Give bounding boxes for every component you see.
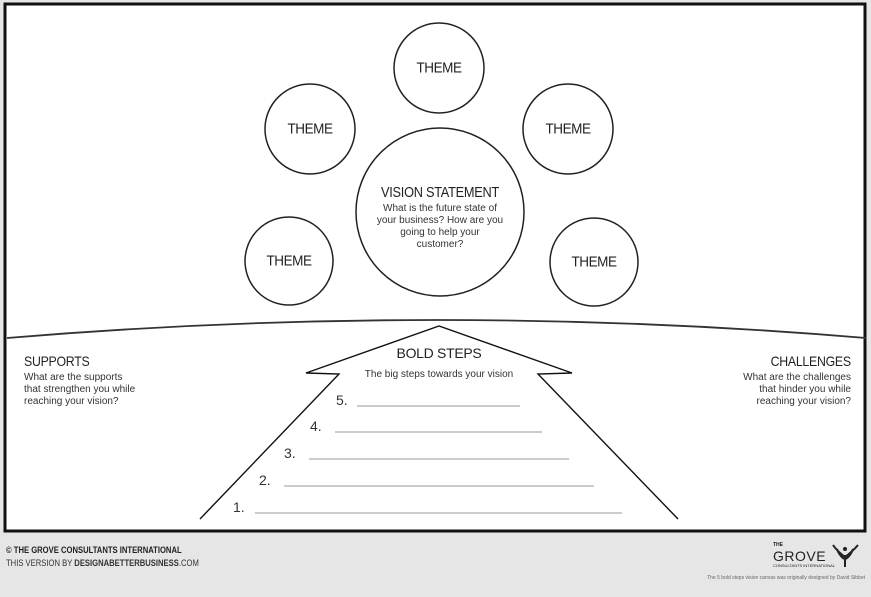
theme-label: THEME	[416, 59, 462, 77]
challenges-text: that hinder you while	[759, 384, 851, 395]
step-number: 3.	[284, 445, 296, 461]
challenges-title: CHALLENGES	[770, 353, 851, 369]
supports-title: SUPPORTS	[24, 353, 90, 369]
vision-text: going to help your	[400, 227, 480, 238]
copyright-text: THE GROVE CONSULTANTS INTERNATIONAL	[13, 545, 182, 555]
vision-text: your business? How are you	[376, 215, 504, 226]
version-suffix: .COM	[178, 558, 199, 568]
version-prefix: THIS VERSION BY	[6, 558, 75, 568]
vision-statement: VISION STATEMENT What is the future stat…	[371, 184, 510, 251]
vision-text: customer?	[416, 239, 464, 250]
grove-logo: THE GROVE CONSULTANTS INTERNATIONAL	[773, 543, 863, 569]
bold-steps-subtitle: The big steps towards your vision	[364, 369, 514, 380]
theme-circle	[522, 83, 614, 175]
logo-tagline: CONSULTANTS INTERNATIONAL	[773, 563, 836, 568]
horizon-curve	[6, 319, 867, 339]
challenges-text: What are the challenges	[743, 372, 851, 383]
theme-circle	[244, 216, 334, 306]
challenges-text: reaching your vision?	[756, 396, 852, 407]
supports-text: that strengthen you while	[24, 384, 136, 395]
challenges-section: CHALLENGES What are the challenges that …	[743, 353, 851, 408]
logo-the: THE	[773, 542, 783, 548]
copyright-symbol: ©	[6, 545, 12, 555]
supports-section: SUPPORTS What are the supports that stre…	[24, 353, 135, 408]
step-number: 2.	[259, 472, 271, 488]
theme-circle	[393, 22, 485, 114]
theme-label: THEME	[545, 120, 591, 138]
supports-text: reaching your vision?	[24, 396, 119, 407]
theme-label: THEME	[266, 252, 312, 270]
supports-text: What are the supports	[24, 372, 123, 383]
step-lines	[255, 405, 622, 514]
vision-circle	[355, 127, 525, 297]
canvas-border	[3, 2, 867, 533]
bold-steps-arrow	[199, 325, 679, 520]
grove-tree-icon	[832, 544, 859, 567]
step-number: 5.	[336, 392, 348, 408]
theme-circle	[549, 217, 639, 307]
version-brand: DESIGNABETTERBUSINESS	[74, 558, 179, 568]
theme-label: THEME	[287, 120, 333, 138]
copyright: © THE GROVE CONSULTANTS INTERNATIONAL	[6, 545, 182, 556]
design-credit: The 5 bold steps vision canvas was origi…	[707, 575, 865, 581]
theme-circle	[264, 83, 356, 175]
theme-label: THEME	[571, 253, 617, 271]
step-number: 1.	[233, 499, 245, 515]
vision-title: VISION STATEMENT	[380, 184, 500, 201]
vision-text: What is the future state of	[383, 203, 497, 214]
bold-steps-title: BOLD STEPS	[396, 345, 482, 361]
version-credit: THIS VERSION BY DESIGNABETTERBUSINESS.CO…	[6, 558, 199, 569]
logo-name: GROVE	[773, 548, 827, 564]
step-number: 4.	[310, 418, 322, 434]
